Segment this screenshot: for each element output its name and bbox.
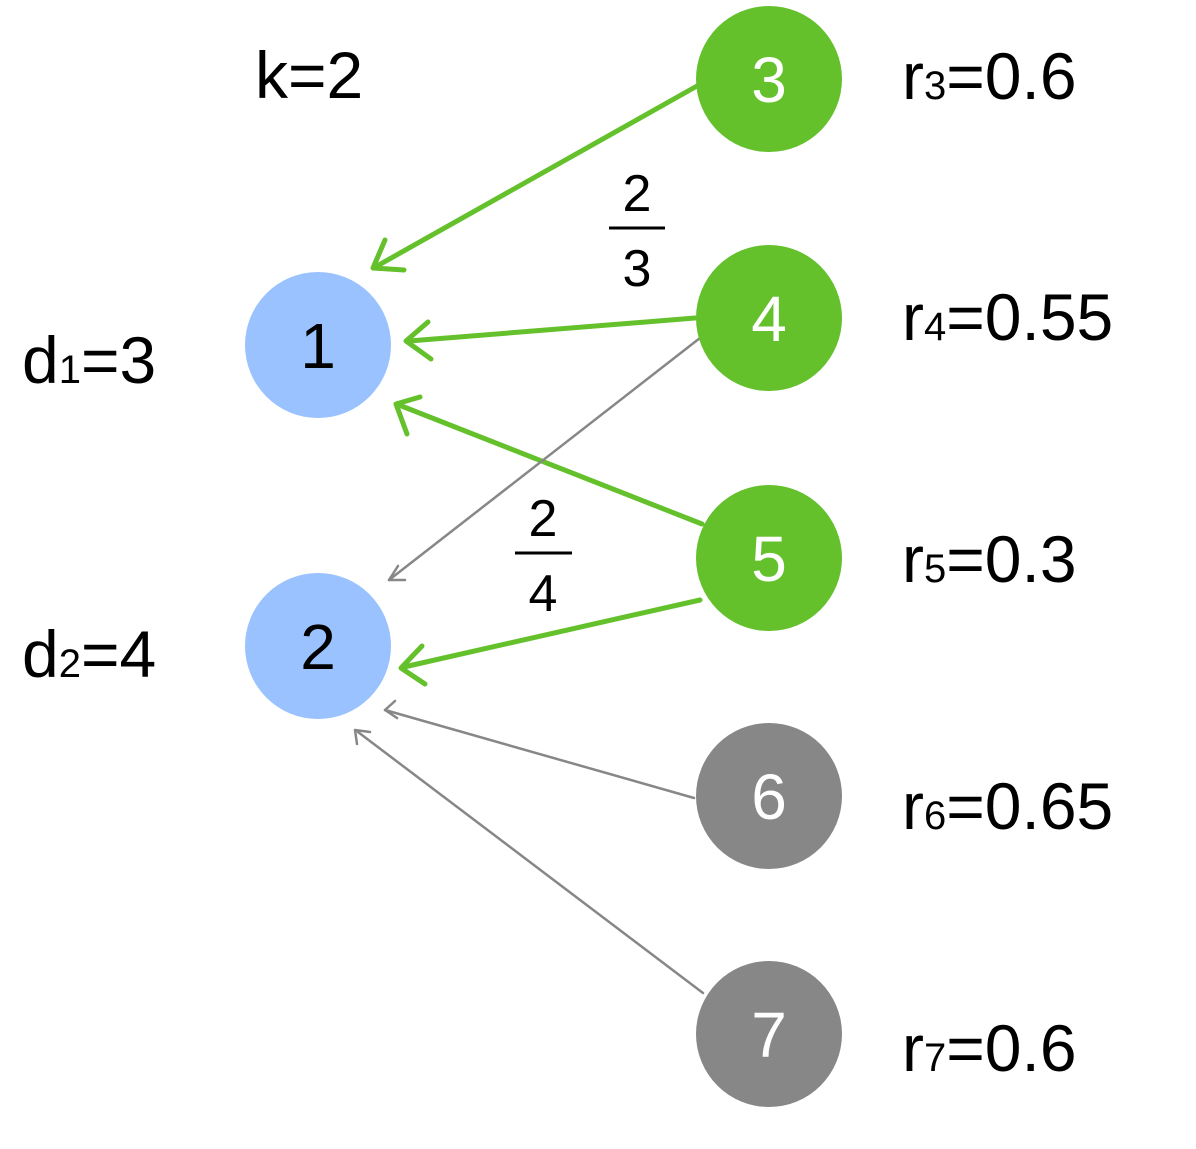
r7-main: r [902, 1011, 924, 1085]
node-2-circle [245, 573, 391, 719]
node-5: 5 [696, 485, 842, 631]
node-6-label: 6 [751, 761, 787, 833]
node-1: 1 [245, 272, 391, 418]
fraction-numerator: 2 [529, 490, 558, 548]
node-3: 3 [696, 6, 842, 152]
d1-main: d [22, 323, 59, 397]
r6-label: r6=0.65 [902, 769, 1113, 843]
node-6: 6 [696, 723, 842, 869]
r7-subscript: 7 [924, 1036, 946, 1080]
r5-subscript: 5 [924, 547, 946, 591]
d1-subscript: 1 [59, 348, 81, 392]
fraction-denominator: 4 [529, 565, 558, 623]
d2-subscript: 2 [59, 642, 81, 686]
r5-label: r5=0.3 [902, 522, 1077, 596]
node-2: 2 [245, 573, 391, 719]
r6-subscript: 6 [924, 794, 946, 838]
d2-main: d [22, 617, 59, 691]
node-5-circle [696, 485, 842, 631]
node-7: 7 [696, 961, 842, 1107]
edge-5-to-1 [393, 394, 705, 527]
d2-label: d2=4 [22, 617, 156, 691]
node-1-circle [245, 272, 391, 418]
d1-value: =3 [81, 323, 156, 397]
node-7-circle [696, 961, 842, 1107]
node-5-label: 5 [751, 523, 787, 595]
node-2-label: 2 [300, 611, 336, 683]
r3-main: r [902, 39, 924, 113]
fraction-2-3: 2 3 [609, 165, 665, 298]
edges-layer [353, 83, 705, 995]
fraction-numerator: 2 [623, 165, 652, 223]
r6-value: =0.65 [946, 769, 1113, 843]
node-6-circle [696, 723, 842, 869]
r3-label: r3=0.6 [902, 39, 1077, 113]
fraction-denominator: 3 [623, 240, 652, 298]
r3-value: =0.6 [946, 39, 1076, 113]
edge-7-to-2 [353, 728, 705, 995]
fraction-2-4: 2 4 [515, 490, 572, 623]
edge-4-to-2 [387, 336, 702, 582]
d1-label: d1=3 [22, 323, 156, 397]
r4-subscript: 4 [924, 305, 946, 349]
r4-main: r [902, 280, 924, 354]
edge-3-to-1 [370, 83, 700, 273]
k-parameter-label: k=2 [255, 38, 363, 112]
node-1-label: 1 [300, 310, 336, 382]
edge-5-to-2 [398, 597, 703, 687]
r5-main: r [902, 522, 924, 596]
node-4: 4 [696, 245, 842, 391]
node-3-circle [696, 6, 842, 152]
node-7-label: 7 [751, 999, 787, 1071]
d2-value: =4 [81, 617, 156, 691]
r6-main: r [902, 769, 924, 843]
edge-4-to-1 [403, 315, 698, 362]
r4-label: r4=0.55 [902, 280, 1113, 354]
r5-value: =0.3 [946, 522, 1076, 596]
node-4-circle [696, 245, 842, 391]
node-4-label: 4 [751, 283, 787, 355]
edge-6-to-2 [383, 699, 696, 800]
r3-subscript: 3 [924, 64, 946, 108]
r4-value: =0.55 [946, 280, 1113, 354]
r7-label: r7=0.6 [902, 1011, 1077, 1085]
node-3-label: 3 [751, 44, 787, 116]
r7-value: =0.6 [946, 1011, 1076, 1085]
